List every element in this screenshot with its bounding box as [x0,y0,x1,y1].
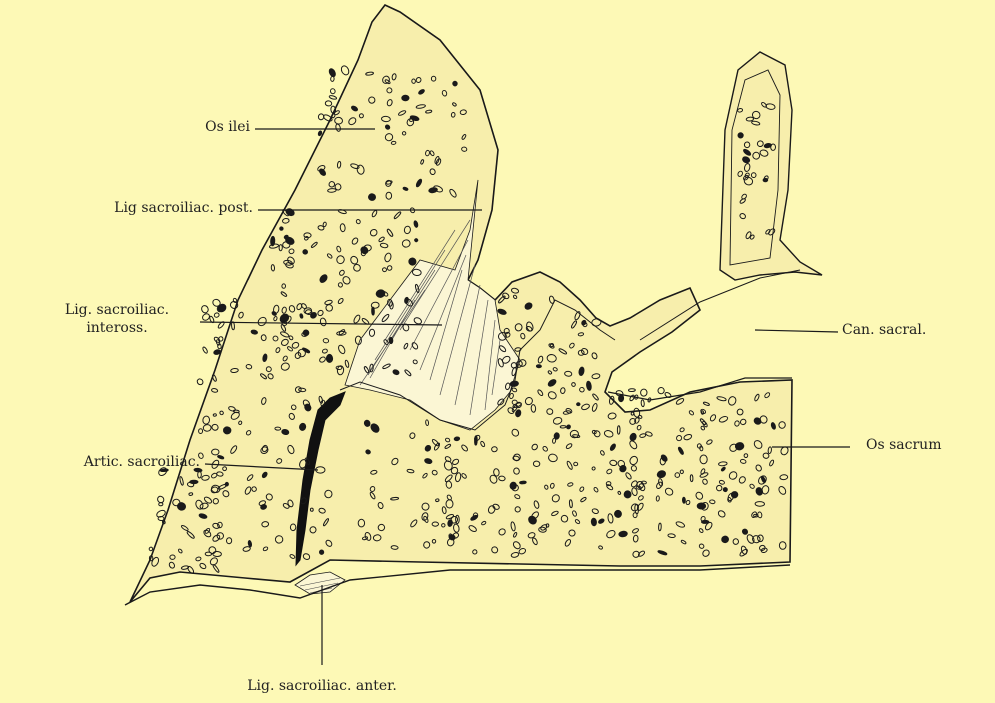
label-os-sacrum: Os sacrum [866,437,941,454]
label-os-ilei: Os ilei [180,119,250,136]
trabecula [233,298,238,303]
trabecula [223,426,231,434]
trabecula [591,518,597,526]
trabecula [158,516,164,520]
trabecula [389,337,393,343]
label-lig-sacroiliac-post: Lig sacroiliac. post. [40,200,253,217]
trabecula [149,547,154,552]
trabecula [701,520,708,523]
trabecula [520,481,527,484]
trabecula [554,433,560,440]
trabecula [447,519,452,526]
trabecula [190,480,198,483]
trabecula [202,346,208,353]
trabecula [214,312,220,318]
trabecula [454,437,460,441]
trabecula [577,403,580,406]
label-artic-sacroiliac: Artic. sacroiliac. [0,454,200,471]
trabecula [319,550,324,555]
trabecula [619,531,628,538]
trabecula [509,482,516,490]
trabecula [723,487,728,492]
trabecula [200,305,209,314]
trabecula [330,88,336,94]
trabecula [640,389,647,396]
trabecula [325,101,332,107]
trabecula [641,400,645,407]
trabecula [402,95,409,101]
trabecula [657,386,665,394]
trabecula [721,536,729,544]
trabecula [340,65,350,76]
trabecula [618,395,624,402]
trabecula [368,193,376,200]
trabecula [682,497,685,503]
trabecula [536,365,541,368]
label-lig-sacroiliac-inteross-line1: Lig. sacroiliac. [42,302,192,319]
label-lig-sacroiliac-inteross-line2: inteross. [42,320,192,337]
leader-can-sacral [755,330,838,332]
label-lig-sacroiliac-anter: Lig. sacroiliac. anter. [212,678,432,695]
label-can-sacral: Can. sacral. [842,322,926,339]
trabecula [510,381,519,387]
trabecula [329,95,337,100]
trabecula [159,502,163,506]
trabecula [738,133,743,138]
trabecula [279,226,283,230]
trabecula [196,378,204,386]
trabecula [628,389,635,392]
